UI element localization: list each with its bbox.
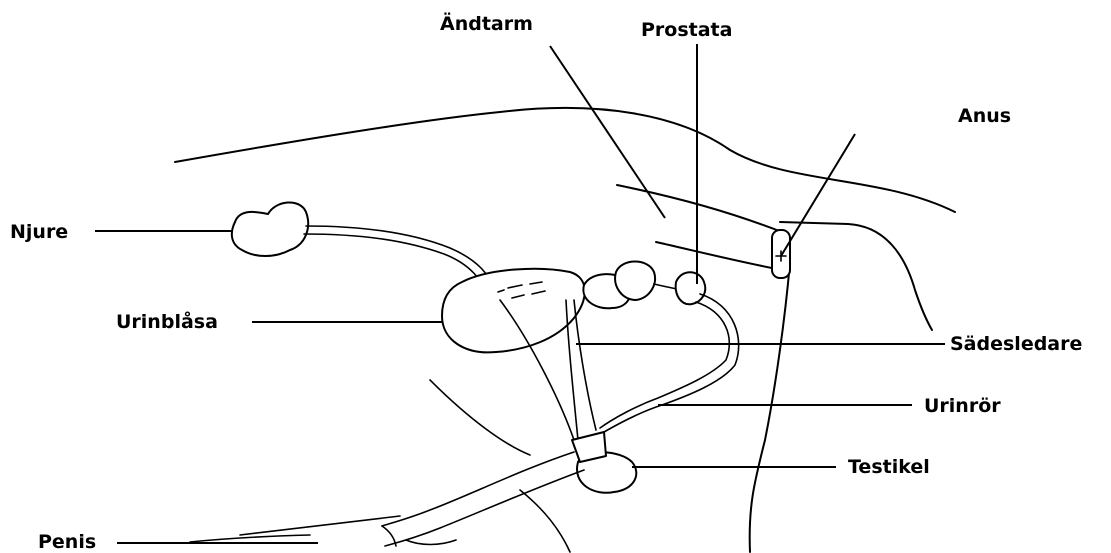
label-vas-deferens: Sädesledare <box>950 333 1082 355</box>
label-bladder: Urinblåsa <box>116 309 218 333</box>
label-kidney: Njure <box>10 221 68 243</box>
rectum-lower-wall <box>656 242 782 270</box>
back-outline <box>175 108 955 212</box>
seminal-gland-right <box>615 262 655 301</box>
anus-leader <box>781 134 855 256</box>
label-urethra: Urinrör <box>924 395 1001 417</box>
label-anus: Anus <box>958 105 1011 127</box>
label-testicle: Testikel <box>848 456 930 478</box>
label-rectum: Ändtarm <box>440 11 533 35</box>
rectum-leader <box>550 46 665 218</box>
belly-line-lower <box>190 535 310 542</box>
kidney-shape <box>232 202 308 256</box>
penis-shaft-lower <box>385 470 584 546</box>
prostate-shape <box>676 272 706 304</box>
vas-deferens-b <box>574 300 596 430</box>
thigh-line <box>520 490 570 552</box>
belly-line <box>240 516 400 535</box>
tail-base-outline <box>780 222 932 330</box>
label-prostate: Prostata <box>641 19 732 41</box>
urethra-inner <box>600 302 729 428</box>
bladder-shape <box>442 269 585 353</box>
hind-leg-outline <box>750 262 790 552</box>
rectum-upper-wall <box>617 185 782 232</box>
label-penis: Penis <box>38 531 96 553</box>
inner-thigh-line <box>430 380 530 455</box>
